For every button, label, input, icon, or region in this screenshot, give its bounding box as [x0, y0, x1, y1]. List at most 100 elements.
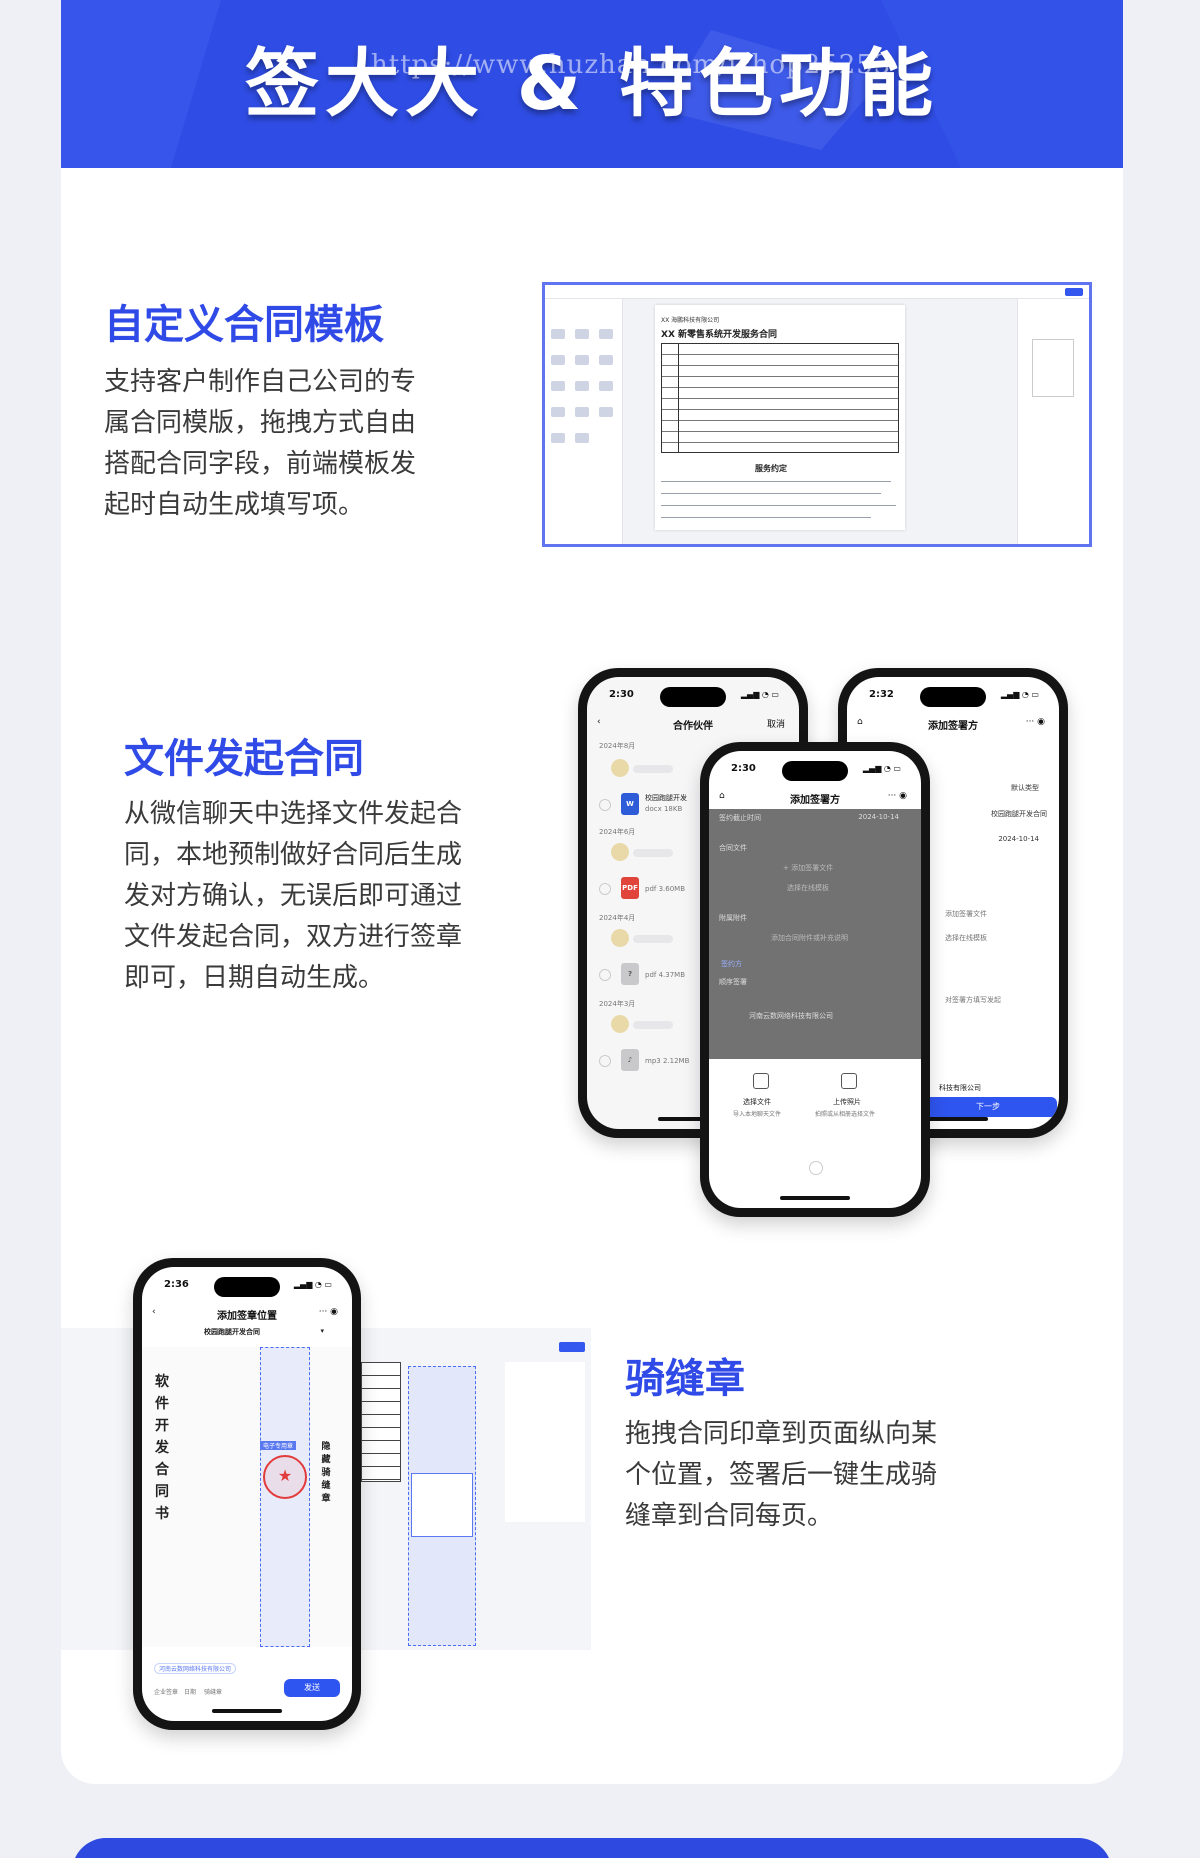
company-tag[interactable]: 河南云数网络科技有限公司 [154, 1663, 237, 1674]
status-icons: ▂▄▆ ◔ ▭ [740, 690, 779, 699]
home-icon[interactable]: ⌂ [719, 791, 725, 801]
select-radio[interactable] [599, 799, 611, 811]
audio-file-icon: ♪ [621, 1049, 639, 1071]
cancel-button[interactable]: 取消 [766, 720, 785, 730]
field-tool[interactable] [551, 381, 565, 391]
confirm-button[interactable] [559, 1342, 585, 1352]
select-template-link[interactable]: 选择在线模板 [945, 934, 987, 942]
status-time: 2:30 [609, 689, 634, 700]
field-tool[interactable] [575, 329, 589, 339]
phone-add-signer-sheet: 2:30 ▂▄▆ ◔ ▭ ⌂ 添加签署方 ··· ◉ 签约截止时间 2024-1… [700, 742, 930, 1217]
field-tool[interactable] [575, 355, 589, 365]
contract-file-label: 合同文件 [719, 844, 747, 852]
blurred-name [633, 935, 673, 943]
file-section-title: 文件发起合同 [124, 736, 364, 782]
deadline-date[interactable]: 2024-10-14 [998, 835, 1039, 843]
date-header: 2024年6月 [599, 828, 636, 836]
field-tool[interactable] [599, 381, 613, 391]
field-tool[interactable] [551, 329, 565, 339]
vertical-char: 合 [155, 1462, 169, 1478]
more-icon[interactable]: ··· ◉ [887, 791, 907, 801]
field-tool[interactable] [599, 329, 613, 339]
field-tool[interactable] [551, 355, 565, 365]
back-icon[interactable]: ‹ [597, 717, 601, 727]
page-thumbnail[interactable] [1032, 339, 1074, 397]
back-icon[interactable]: ‹ [152, 1307, 156, 1317]
document-selector[interactable]: 校园跑腿开发合同 [204, 1328, 260, 1336]
file-icon[interactable] [753, 1073, 769, 1089]
file-meta: mp3 2.12MB [645, 1057, 690, 1065]
add-file-link[interactable]: 添加签署文件 [945, 910, 987, 918]
attach-hint[interactable]: 添加合同附件或补充说明 [771, 934, 848, 942]
editor-save-button[interactable] [1065, 288, 1083, 296]
banner-title: 签大大 & 特色功能 [244, 41, 940, 127]
screen-title: 添加签署方 [928, 721, 978, 732]
select-radio[interactable] [599, 969, 611, 981]
upload-photo-button[interactable]: 上传照片 [833, 1098, 861, 1106]
home-indicator [780, 1196, 850, 1200]
next-card-edge [72, 1838, 1112, 1858]
desc-line: 属合同模版，拖拽方式自由 [104, 408, 417, 438]
screen-title: 添加签署方 [790, 795, 840, 806]
doc-title: XX 新零售系统开发服务合同 [661, 330, 778, 340]
default-type[interactable]: 默认类型 [1011, 784, 1039, 792]
date-header: 2024年8月 [599, 742, 636, 750]
tab-date[interactable]: 日期 [184, 1689, 197, 1696]
tab-company-seal[interactable]: 企业签章 [154, 1689, 179, 1696]
file-meta: docx 18KB [645, 805, 683, 813]
date-header: 2024年4月 [599, 914, 636, 922]
editor-topbar [545, 285, 1089, 299]
order-label: 顺序签署 [719, 978, 747, 986]
editor-field-palette [545, 299, 623, 544]
vertical-char: 件 [155, 1396, 169, 1412]
more-icon[interactable]: ··· ◉ [318, 1307, 338, 1317]
file-name: 校园跑腿开发 [645, 794, 687, 802]
field-tool[interactable] [575, 433, 589, 443]
home-indicator [658, 1117, 728, 1121]
company-name: 河南云数网络科技有限公司 [749, 1012, 833, 1020]
dynamic-island [214, 1277, 280, 1297]
attachments-label: 附属附件 [719, 914, 747, 922]
home-indicator [918, 1117, 988, 1121]
template-editor-screenshot: XX 海鹏科技有限公司 XX 新零售系统开发服务合同 服务约定 [542, 282, 1092, 547]
more-icon[interactable]: ··· ◉ [1025, 717, 1045, 727]
choose-file-button[interactable]: 选择文件 [743, 1098, 771, 1106]
attach-hint[interactable]: 对签署方填写发起 [945, 996, 1001, 1004]
photo-icon[interactable] [841, 1073, 857, 1089]
field-tool[interactable] [575, 407, 589, 417]
doc-company: XX 海鹏科技有限公司 [661, 317, 720, 324]
send-button[interactable]: 发送 [284, 1679, 340, 1697]
doc-line [661, 505, 896, 506]
chevron-down-icon[interactable]: ▾ [320, 1327, 324, 1335]
field-tool[interactable] [599, 407, 613, 417]
hide-char: 骑 [321, 1468, 331, 1478]
field-tool[interactable] [599, 355, 613, 365]
status-icons: ▂▄▆ ◔ ▭ [862, 764, 901, 773]
field-tool[interactable] [551, 407, 565, 417]
modal-overlay[interactable] [709, 809, 921, 1059]
field-tool[interactable] [575, 381, 589, 391]
home-indicator [212, 1709, 282, 1713]
vertical-char: 书 [155, 1506, 169, 1522]
close-sheet-icon[interactable] [809, 1161, 823, 1175]
word-file-icon: W [621, 793, 639, 815]
tab-riding-seal[interactable]: 骑缝章 [204, 1689, 223, 1696]
seal-placeholder[interactable] [411, 1473, 473, 1537]
select-template-link[interactable]: 选择在线模板 [787, 884, 829, 892]
select-radio[interactable] [599, 1055, 611, 1067]
field-tool[interactable] [551, 433, 565, 443]
screen-title: 添加签章位置 [217, 1311, 277, 1322]
date-header: 2024年3月 [599, 1000, 636, 1008]
select-radio[interactable] [599, 883, 611, 895]
avatar [611, 843, 629, 861]
hide-seal-toggle[interactable]: 隐 藏 骑 缝 章 [320, 1441, 332, 1506]
deadline-value: 2024-10-14 [858, 813, 899, 821]
blurred-name [633, 1021, 673, 1029]
red-seal-stamp[interactable]: ★ [263, 1455, 307, 1499]
home-icon[interactable]: ⌂ [857, 717, 863, 727]
file-section-desc: 从微信聊天中选择文件发起合 同，本地预制做好合同后生成 发对方确认，无误后即可通… [124, 794, 544, 999]
add-file-link[interactable]: + 添加签署文件 [783, 864, 834, 872]
next-button[interactable]: 下一步 [919, 1097, 1057, 1117]
doc-line [661, 481, 891, 482]
unknown-file-icon: ? [621, 963, 639, 985]
